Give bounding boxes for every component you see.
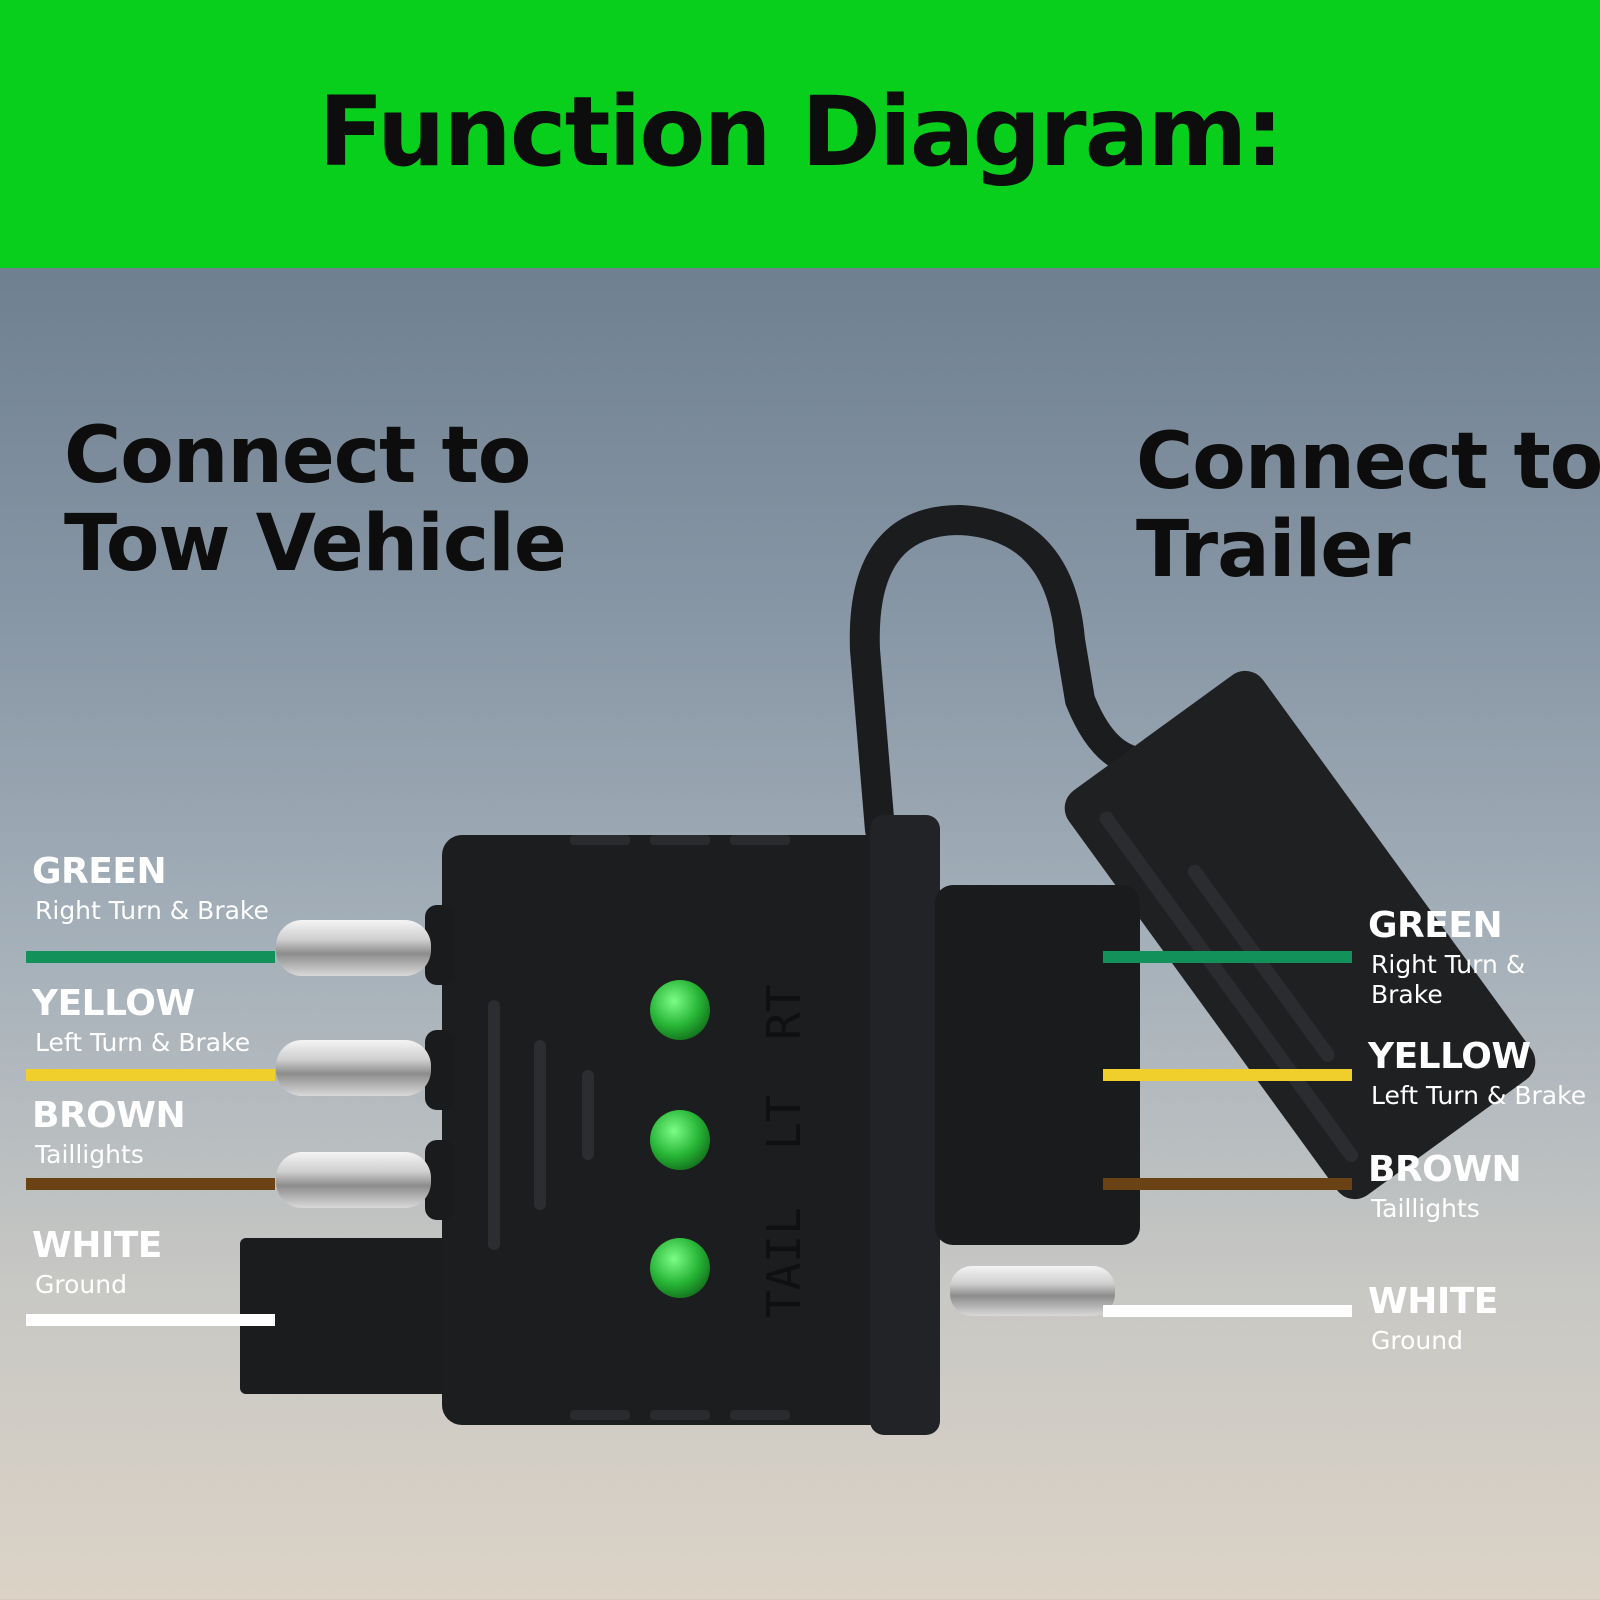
wire-function: Ground [1371,1326,1463,1355]
tow-vehicle-heading-line-1: Connect to [64,411,531,501]
trailer-heading-line-1: Connect to [1136,417,1600,507]
wire-function: Left Turn & Brake [35,1028,251,1057]
marking-tail: TAIL [757,1207,811,1318]
trailer-heading: Connect to Trailer [1136,418,1600,594]
body-ridge [534,1040,546,1210]
led-icon [650,1238,710,1298]
tow-vehicle-heading-line-2: Tow Vehicle [64,499,567,589]
tow-vehicle-heading: Connect to Tow Vehicle [64,411,567,589]
body-ridge [488,1000,500,1250]
wire-color-name: YELLOW [32,983,195,1024]
wire-color-name: YELLOW [1368,1036,1531,1077]
body-ridge [582,1070,594,1160]
led-indicators [650,980,710,1298]
connector-markings: TAIL LT RT [757,985,811,1318]
connector-socket [935,885,1140,1245]
ground-tab-left [240,1238,450,1394]
led-icon [650,980,710,1040]
trailer-heading-line-2: Trailer [1136,505,1411,595]
wire-function: Taillights [35,1140,144,1169]
wire-function: Taillights [1371,1194,1480,1223]
marking-lt: LT [757,1095,811,1150]
pin-brown [276,1152,431,1208]
wire-function: Right Turn & Brake [35,896,269,925]
wire-label-left-brown: BROWN Taillights [32,1095,186,1170]
wire-color-name: BROWN [32,1095,186,1136]
led-icon [650,1110,710,1170]
marking-rt: RT [757,985,811,1040]
pin-housing [425,1030,455,1110]
pin-ground-right [950,1266,1115,1316]
wire-color-name: GREEN [32,851,167,892]
wire-color-name: BROWN [1368,1149,1522,1190]
title-banner: Function Diagram: [0,0,1600,268]
wire-label-left-green: GREEN Right Turn & Brake [32,852,269,926]
pin-yellow [276,1040,431,1096]
wire-color-name: WHITE [32,1225,162,1266]
pin-housing [425,1140,455,1220]
wire-function: Ground [35,1270,127,1299]
page-title: Function Diagram: [318,76,1284,188]
wire-function-line-1: Right Turn & [1371,950,1526,979]
wire-label-left-yellow: YELLOW Left Turn & Brake [32,984,250,1058]
wire-label-right-white: WHITE Ground [1368,1282,1498,1356]
wire-function: Left Turn & Brake [1371,1081,1587,1110]
wire-label-right-green: GREEN Right Turn & Brake [1368,906,1588,1010]
wire-label-left-white: WHITE Ground [32,1226,162,1300]
wire-color-name: GREEN [1368,905,1503,946]
pin-housing [425,905,455,985]
pin-green [276,920,431,976]
wire-label-right-brown: BROWN Taillights [1368,1149,1522,1224]
connector-flange [870,815,940,1435]
cap-strap [849,504,1145,845]
wire-function-line-2: Brake [1371,980,1443,1009]
wire-color-name: WHITE [1368,1281,1498,1322]
wire-label-right-yellow: YELLOW Left Turn & Brake [1368,1037,1586,1111]
